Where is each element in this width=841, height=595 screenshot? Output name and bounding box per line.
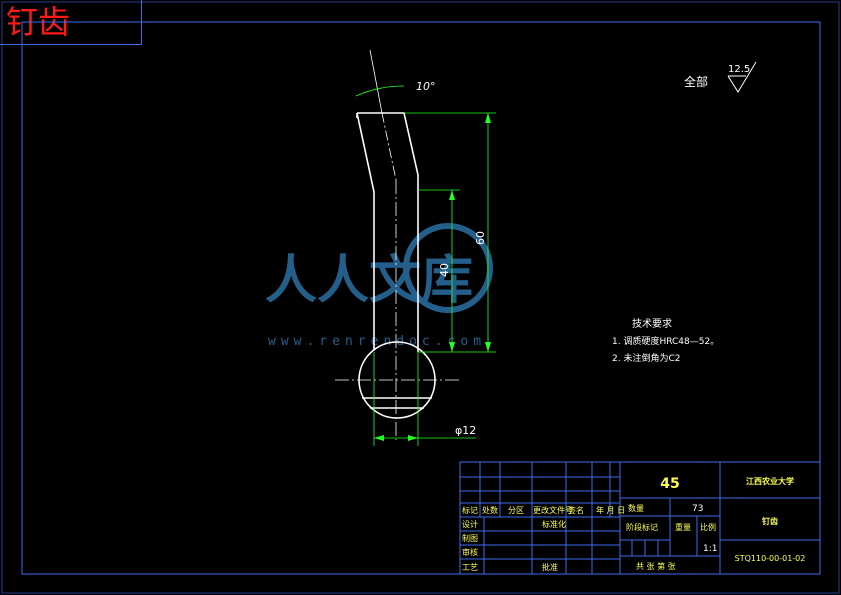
tb-role-2: 审核 — [462, 547, 478, 557]
centerlines — [335, 49, 460, 440]
tb-approve-label: 批准 — [542, 562, 558, 572]
finish-value: 12.5 — [728, 64, 750, 75]
tb-sheet: 共 张 第 张 — [636, 561, 676, 571]
tb-header-0: 标记 — [462, 505, 478, 515]
tb-quantity-label: 数量 — [628, 503, 644, 513]
drawing-frame — [21, 21, 821, 575]
title-block-grid — [459, 461, 821, 575]
finish-prefix: 全部 — [684, 74, 708, 89]
tb-school: 江西农业大学 — [746, 476, 794, 486]
tech-req-item-2: 2. 未注倒角为C2 — [612, 352, 680, 364]
tech-req-title: 技术要求 — [632, 317, 672, 330]
part-left-edge — [356, 112, 375, 350]
tb-scale: 1:1 — [703, 544, 717, 554]
tb-material: 45 — [660, 476, 679, 492]
dim-60-label: 60 — [474, 231, 487, 245]
dim-40-label: 40 — [438, 263, 451, 277]
tb-header-2: 分区 — [508, 506, 524, 515]
tb-header-4: 签名 — [568, 505, 584, 515]
tb-header-5: 年 月 日 — [596, 505, 625, 515]
part-right-edge — [357, 112, 419, 352]
tb-stage-label: 阶段标记 — [626, 522, 658, 532]
watermark: 人人文库 www.renrendoc.com — [265, 223, 493, 349]
tb-weight-label: 重量 — [675, 522, 691, 532]
dimension-arrows — [374, 113, 491, 441]
tb-role-1: 制图 — [462, 533, 478, 543]
diameter-label: φ12 — [455, 424, 476, 437]
watermark-circle-icon — [403, 223, 493, 313]
watermark-text: 人人文库 — [265, 251, 473, 311]
tb-scale-label: 比例 — [700, 522, 716, 532]
dimension-lines — [355, 85, 496, 446]
angle-arc — [355, 85, 405, 97]
angle-label: 10° — [416, 80, 436, 93]
tb-role-0: 设计 — [462, 519, 478, 529]
tb-role-3: 工艺 — [462, 563, 478, 572]
roughness-symbol-icon — [727, 61, 757, 93]
tb-quantity: 73 — [692, 504, 703, 514]
title-block-text: 45 江西农业大学 钉齿 STQ110-00-01-02 数量 73 阶段标记 … — [462, 476, 805, 572]
tb-drawing-no: STQ110-00-01-02 — [735, 554, 806, 563]
tech-req-item-1: 1. 调质硬度HRC48—52。 — [612, 335, 719, 347]
tb-std-label: 标准化 — [542, 519, 566, 529]
tb-header-1: 处数 — [482, 505, 498, 515]
tb-part-name: 钉齿 — [762, 516, 778, 526]
tb-header-3: 更改文件号 — [533, 505, 573, 515]
